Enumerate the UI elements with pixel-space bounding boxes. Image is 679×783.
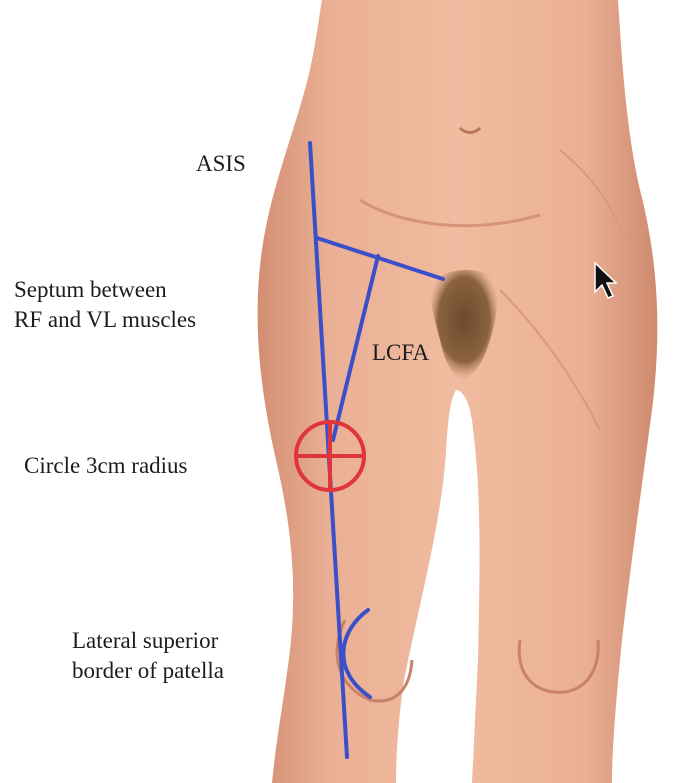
body-illustration xyxy=(258,0,658,783)
patella-label-line1: Lateral superior xyxy=(72,626,224,656)
asis-label: ASIS xyxy=(196,149,246,179)
septum-label: Septum between RF and VL muscles xyxy=(14,275,196,335)
circle-3cm-marker xyxy=(296,422,364,490)
septum-label-line1: Septum between xyxy=(14,275,196,305)
patella-label-line2: border of patella xyxy=(72,656,224,686)
circle-label: Circle 3cm radius xyxy=(24,451,188,481)
lcfa-label: LCFA xyxy=(372,338,429,368)
patella-label: Lateral superior border of patella xyxy=(72,626,224,686)
septum-label-line2: RF and VL muscles xyxy=(14,305,196,335)
